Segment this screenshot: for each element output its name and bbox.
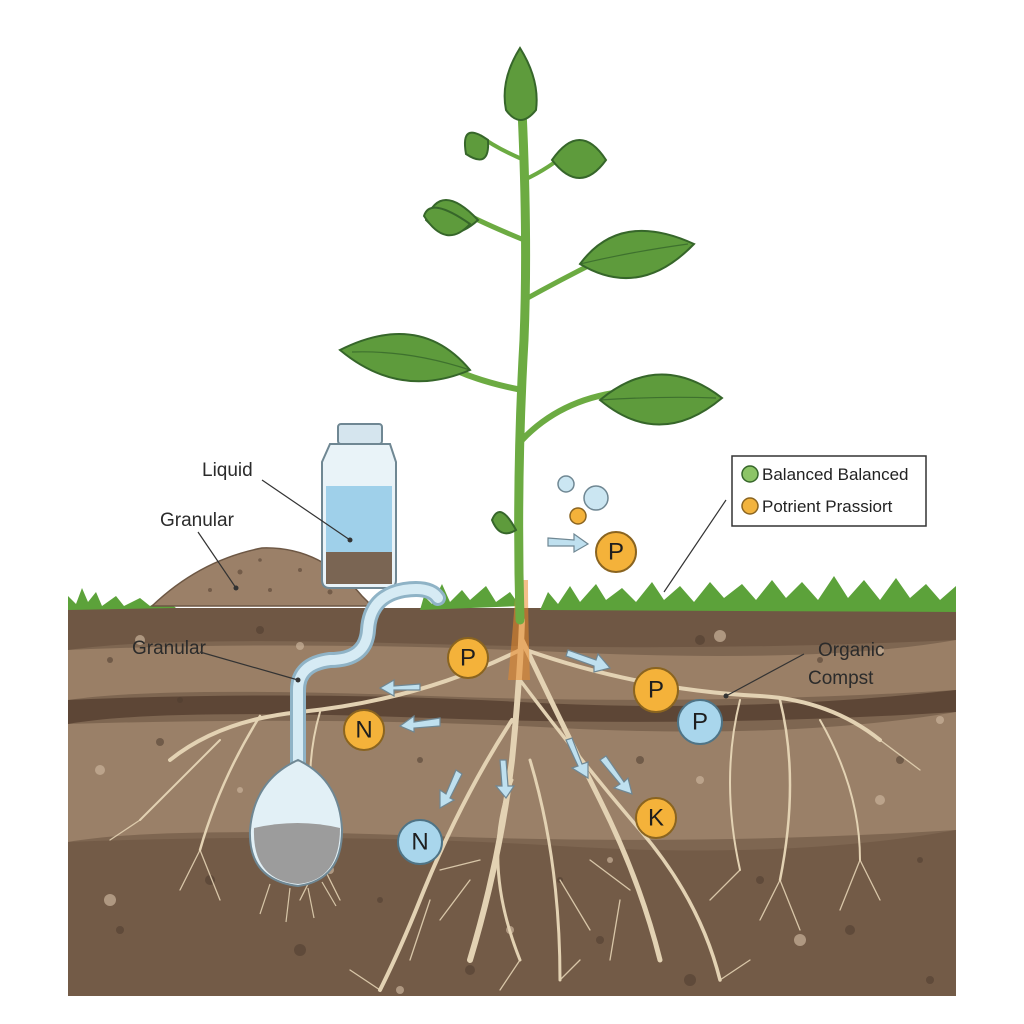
label-compost: Compst <box>808 668 874 689</box>
nutrient-badge-n-orange: N <box>343 709 385 751</box>
nutrient-badge-p-blue: P <box>677 699 723 745</box>
leaf-left-large <box>338 333 472 383</box>
liquid-fertilizer-bottle <box>321 423 397 589</box>
stem <box>514 105 531 625</box>
svg-text:P: P <box>648 677 664 704</box>
leaf-left-upper <box>464 131 490 161</box>
svg-text:Balanced Balanced: Balanced Balanced <box>762 465 909 484</box>
svg-text:P: P <box>460 645 476 672</box>
nutrient-badge-n-blue: N <box>397 819 443 865</box>
label-organic: Organic <box>818 640 885 661</box>
callouts: Liquid Granular Granular Organic Compst <box>132 460 885 699</box>
plant <box>338 46 724 625</box>
legend-box: Balanced Balanced Potrient Prassiort <box>663 455 927 593</box>
grass-line <box>68 576 956 612</box>
leaf-left-mid-2 <box>422 206 472 237</box>
svg-text:N: N <box>411 829 428 856</box>
nutrient-uptake-glow <box>508 580 530 680</box>
leaf-small-low-left <box>490 511 518 535</box>
nutrient-badge-p-root-left: P <box>447 637 489 679</box>
svg-text:P: P <box>608 539 624 566</box>
leaf-top <box>503 46 538 121</box>
svg-text:N: N <box>355 717 372 744</box>
water-droplets <box>557 475 609 525</box>
label-liquid: Liquid <box>202 460 253 481</box>
label-granular-top: Granular <box>160 510 235 531</box>
nutrient-badges: P P P P N N K <box>343 531 723 865</box>
nutrient-badge-p-surface: P <box>595 531 637 573</box>
svg-text:P: P <box>692 709 708 736</box>
nutrient-badge-k: K <box>635 797 677 839</box>
leaf-right-large <box>598 373 724 426</box>
svg-text:K: K <box>648 805 664 832</box>
svg-text:Potrient Prassiort: Potrient Prassiort <box>762 497 893 516</box>
leaf-right-upper <box>550 139 608 179</box>
legend-item-potrient: Potrient Prassiort <box>741 497 893 516</box>
flow-arrows <box>378 532 633 810</box>
leaf-right-mid <box>578 229 696 280</box>
legend-item-balanced: Balanced Balanced <box>741 465 909 484</box>
label-granular-soil: Granular <box>132 638 207 659</box>
liquid-delivery-tube <box>248 581 446 923</box>
nutrient-badge-p-root-right: P <box>633 667 679 713</box>
